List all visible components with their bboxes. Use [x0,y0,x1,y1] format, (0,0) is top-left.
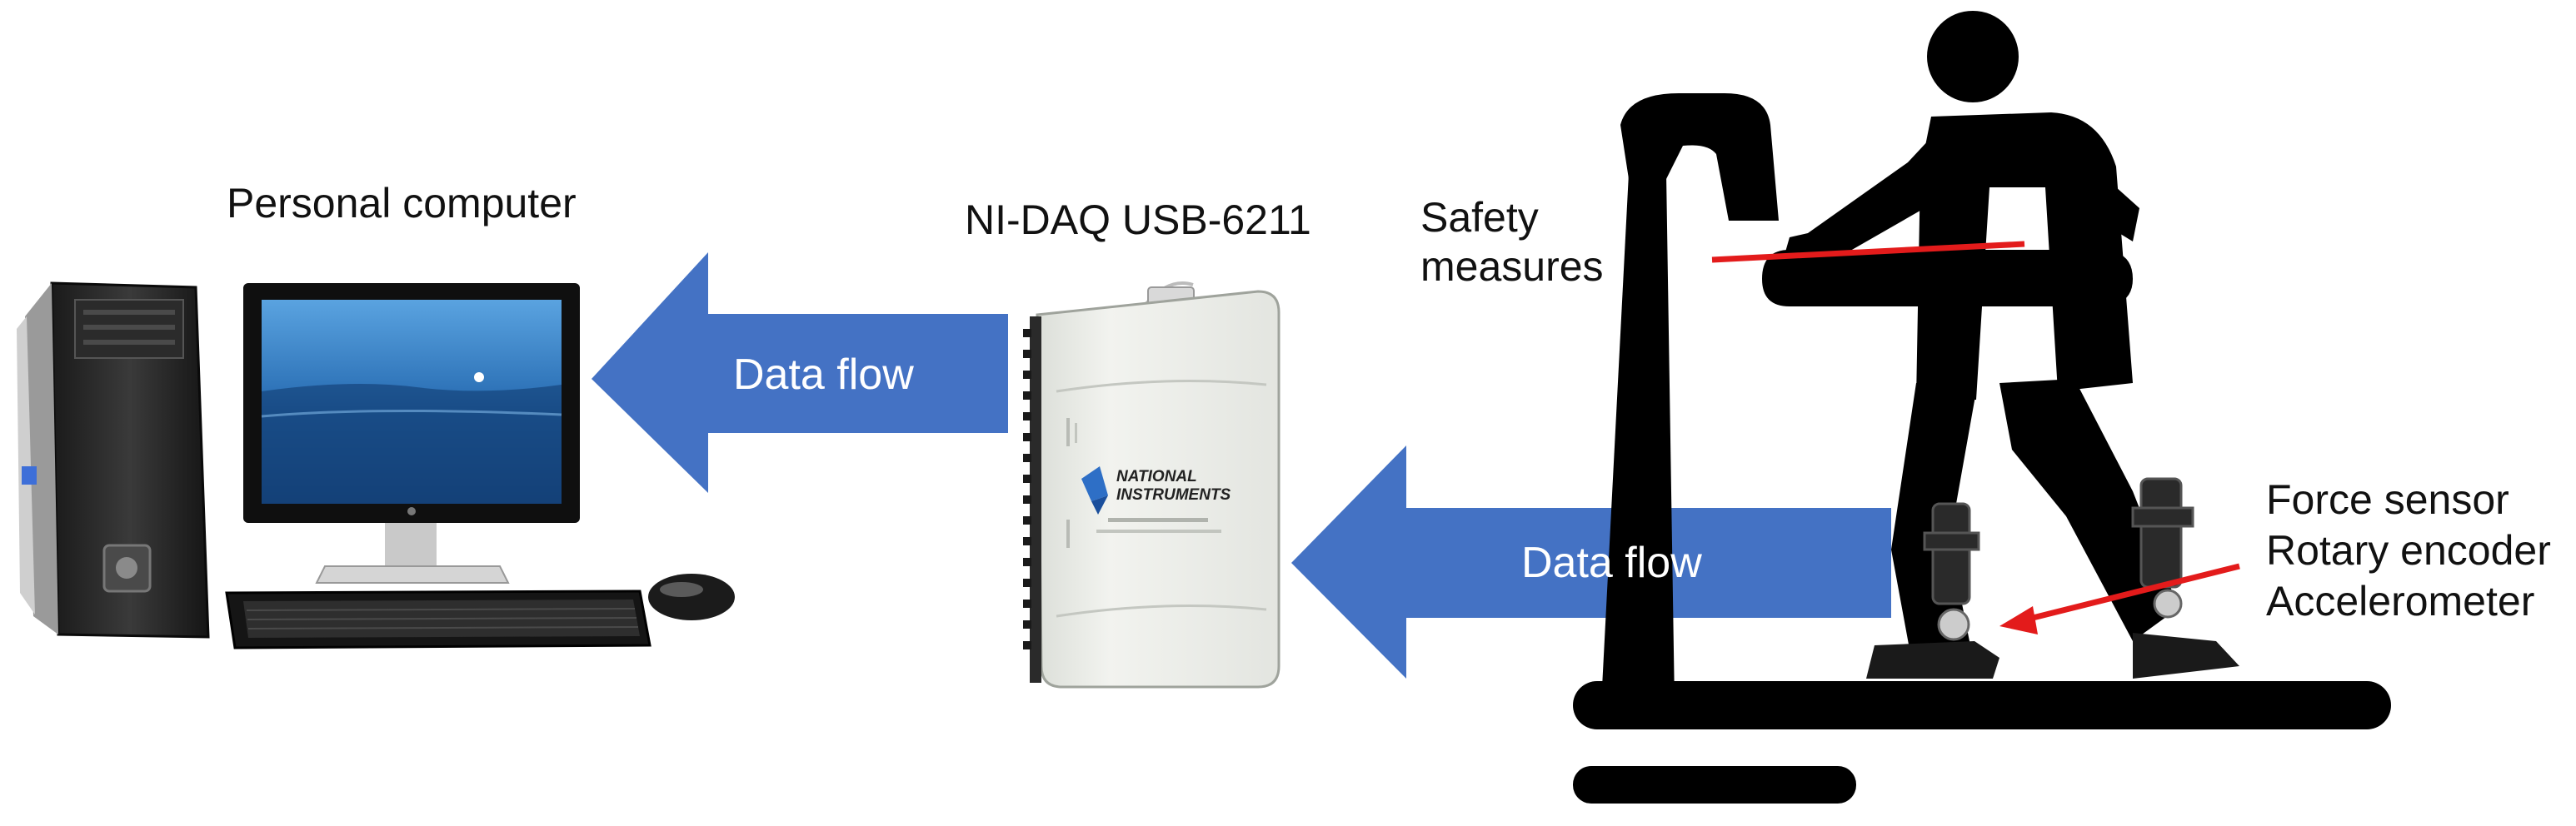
data-flow-arrow-top [592,252,1008,493]
data-flow-label-top: Data flow [733,351,914,399]
sensor-rotary-label: Rotary encoder [2266,527,2551,574]
treadmill-walker-icon [1573,11,2391,804]
pc-keyboard [225,590,651,649]
sensor-accelerometer-label: Accelerometer [2266,578,2535,624]
sensor-force-label: Force sensor [2266,476,2509,523]
ankle-brace-right [2131,477,2194,619]
safety-indicator-line [1711,241,2025,263]
desktop-pc-icon [17,281,735,649]
data-flow-label-bottom: Data flow [1521,539,1702,587]
daq-device-icon: NATIONAL INSTRUMENTS [1023,281,1281,689]
safety-label-line2: measures [1420,243,1604,290]
safety-label-line1: Safety [1420,194,1539,241]
ankle-brace-left [1923,502,1980,641]
sensor-indicator-arrow [1999,563,2240,634]
daq-label: NI-DAQ USB-6211 [965,197,1311,243]
pc-tower [17,281,210,639]
data-flow-arrow-bottom [1291,445,1891,679]
daq-brand-line2: INSTRUMENTS [1116,486,1231,504]
sensor-list: Force sensor Rotary encoder Acceleromete… [2266,475,2551,627]
pc-monitor [243,283,580,584]
pc-mouse [648,574,735,620]
safety-measures-label: Safety measures [1420,193,1604,291]
daq-brand-line1: NATIONAL [1116,468,1197,485]
personal-computer-label: Personal computer [227,180,577,226]
